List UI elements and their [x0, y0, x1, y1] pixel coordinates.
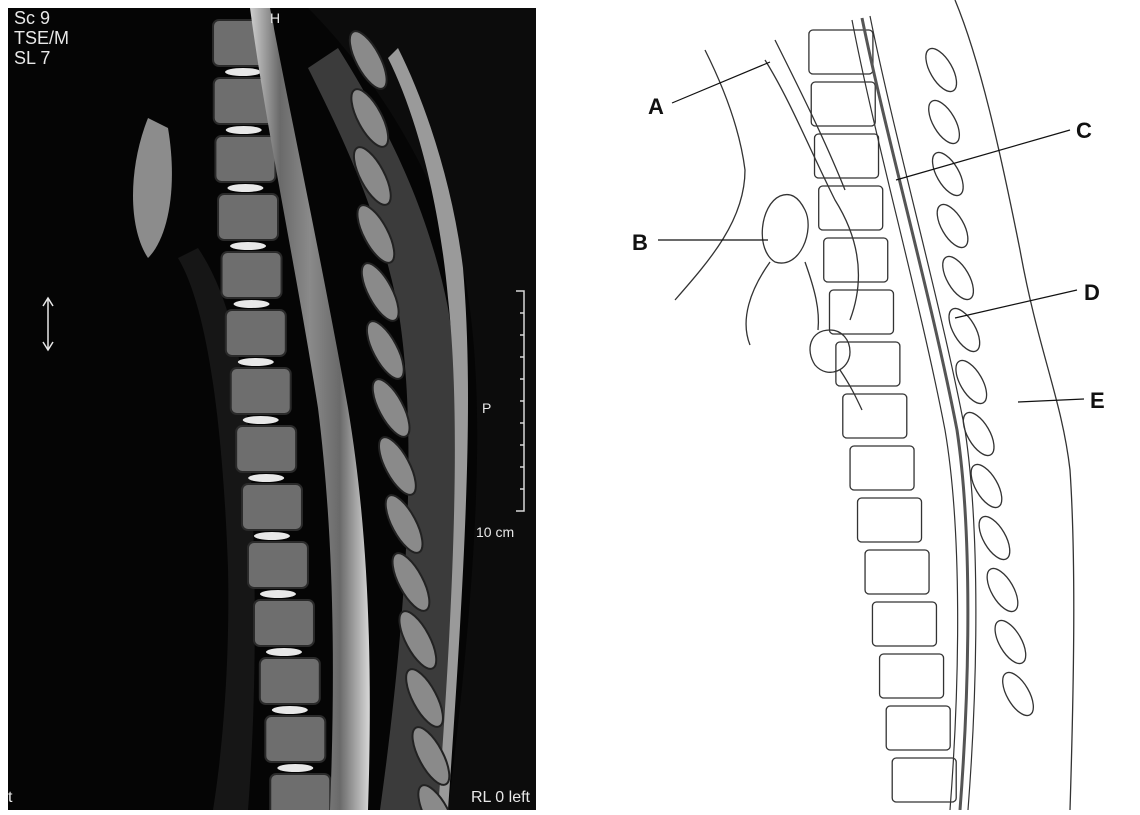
mri-image	[8, 8, 536, 810]
vertebral-body	[265, 716, 325, 762]
drawn-spinous-process	[920, 44, 963, 97]
scale-label: 10 cm	[476, 522, 514, 542]
vertebral-body	[222, 252, 282, 298]
descending-vessel-2	[805, 262, 818, 330]
drawn-spinous-process	[973, 512, 1016, 565]
vertebral-body	[242, 484, 302, 530]
drawn-spinous-process	[981, 564, 1024, 617]
canal-anterior-wall	[852, 20, 958, 810]
disc	[225, 68, 261, 76]
orientation-label: RL 0 left	[471, 788, 530, 808]
drawn-vertebral-body	[829, 290, 893, 334]
disc	[254, 532, 290, 540]
drawn-spinous-process	[943, 304, 986, 357]
drawn-spinous-process	[957, 408, 1000, 461]
posterior-marker: P	[482, 398, 491, 418]
disc	[260, 590, 296, 598]
corner-label: t	[8, 788, 12, 808]
disc	[234, 300, 270, 308]
disc	[266, 648, 302, 656]
aortic-arch	[133, 118, 172, 258]
vertebral-body	[215, 136, 275, 182]
vertebral-body	[260, 658, 320, 704]
drawn-spinous-process	[926, 148, 969, 201]
vertebral-body	[231, 368, 291, 414]
drawn-spinous-process	[931, 200, 974, 253]
drawn-spinous-process	[950, 356, 993, 409]
aortic-arch-outline	[762, 195, 808, 264]
scan-number: Sc 9	[14, 8, 50, 28]
label-b: B	[632, 230, 648, 256]
scan-info: Sc 9 TSE/M SL 7	[14, 8, 69, 68]
heart-contour	[810, 330, 850, 372]
vertebral-body	[236, 426, 296, 472]
drawn-spinous-process	[937, 252, 980, 305]
drawn-vertebral-body	[865, 550, 929, 594]
drawn-spinous-process	[989, 616, 1032, 669]
drawn-vertebral-body	[824, 238, 888, 282]
vertebral-body	[218, 194, 278, 240]
vertebral-body	[248, 542, 308, 588]
drawn-vertebral-body	[843, 394, 907, 438]
label-d: D	[1084, 280, 1100, 306]
label-e: E	[1090, 388, 1105, 414]
disc	[243, 416, 279, 424]
drawn-vertebral-bodies	[809, 30, 956, 802]
slice-label: SL 7	[14, 48, 50, 68]
leader-e	[1018, 399, 1084, 402]
drawn-vertebral-body	[872, 602, 936, 646]
drawn-vertebral-body	[892, 758, 956, 802]
drawn-vertebral-body	[809, 30, 873, 74]
vertebral-body	[270, 774, 330, 810]
spine-line-drawing	[600, 0, 1140, 810]
head-marker: H	[270, 8, 280, 28]
esophagus	[775, 40, 845, 190]
drawn-vertebral-body	[880, 654, 944, 698]
drawn-vertebral-body	[858, 498, 922, 542]
label-c: C	[1076, 118, 1092, 144]
sequence-label: TSE/M	[14, 28, 69, 48]
leader-a	[672, 62, 770, 103]
disc	[272, 706, 308, 714]
drawn-vertebral-body	[811, 82, 875, 126]
drawn-vertebral-body	[819, 186, 883, 230]
anatomy-drawing: A B C D E	[600, 0, 1140, 810]
disc	[248, 474, 284, 482]
drawn-spinous-processes	[920, 44, 1040, 721]
drawn-vertebral-body	[850, 446, 914, 490]
drawn-spinous-process	[923, 96, 966, 149]
double-arrow-icon	[43, 298, 53, 350]
mri-panel: Sc 9 TSE/M SL 7 H P 10 cm RL 0 left t	[8, 8, 536, 810]
leader-c	[896, 130, 1070, 180]
disc	[238, 358, 274, 366]
disc	[226, 126, 262, 134]
descending-vessel	[746, 262, 770, 345]
vertebral-body	[226, 310, 286, 356]
disc	[230, 242, 266, 250]
drawn-spinous-process	[996, 668, 1039, 721]
vertebral-body	[254, 600, 314, 646]
label-a: A	[648, 94, 664, 120]
drawn-vertebral-body	[886, 706, 950, 750]
disc	[277, 764, 313, 772]
leader-lines	[658, 62, 1084, 402]
disc	[227, 184, 263, 192]
skin-contour	[955, 0, 1074, 810]
